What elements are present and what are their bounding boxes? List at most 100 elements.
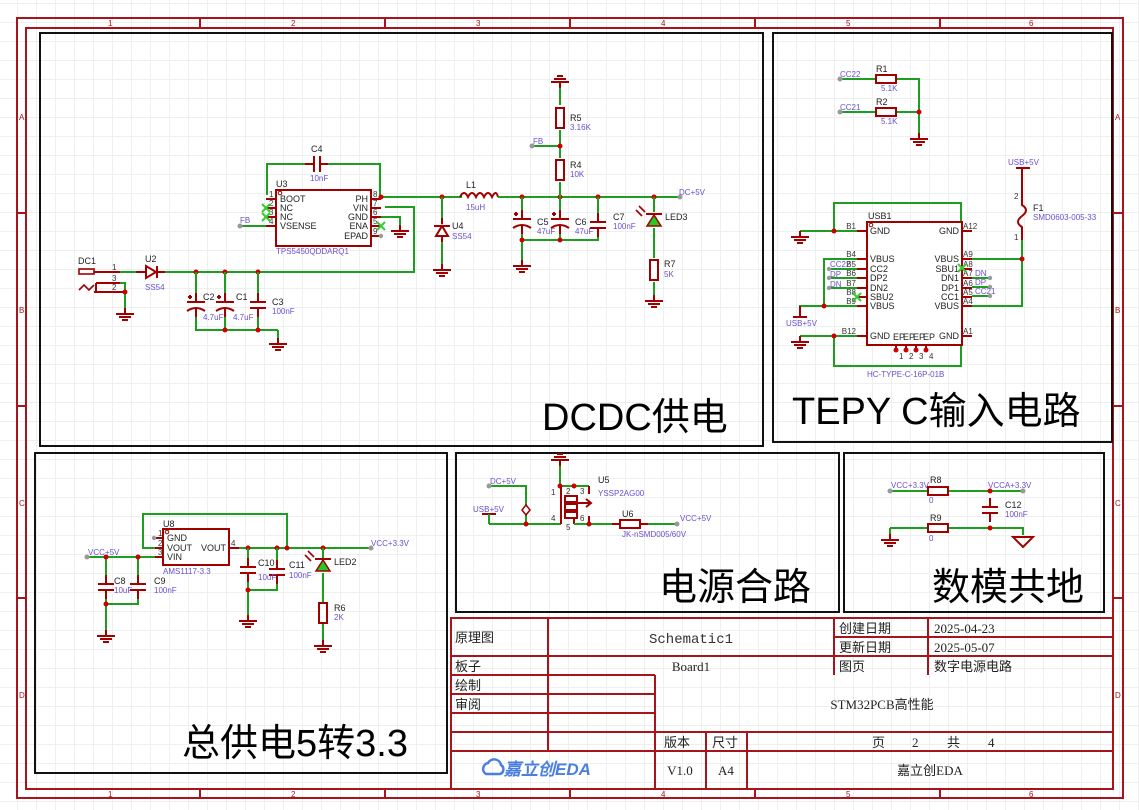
dc-jack-dc1[interactable]: DC1 1 3 2 (78, 256, 125, 293)
net-label-fb: FB (533, 137, 543, 146)
component-value: 100nF (289, 571, 312, 580)
created-date-label: 创建日期 (839, 621, 891, 636)
designator: R7 (664, 259, 676, 269)
pin-number: A5 (963, 288, 973, 297)
ic-u8[interactable]: U8 AMS1117-3.3 GND VOUT VIN 1 2 3 VOUT 4 (155, 519, 239, 576)
switch-u5[interactable]: U5 YSSP2AG00 1 2 3 4 5 6 (551, 475, 645, 532)
designator: U3 (276, 179, 288, 189)
resistor-r2[interactable]: R2 5.1K (875, 97, 898, 126)
col-label-top: 3 (476, 19, 481, 28)
capacitor-c2[interactable]: C2 4.7uF (186, 292, 224, 322)
capacitor-c3[interactable]: C3 100nF (249, 292, 295, 318)
designator: R1 (876, 64, 888, 74)
pin-name: BOOT (280, 194, 306, 204)
size-value: A4 (718, 763, 734, 778)
capacitor-c4[interactable]: C4 10nF (305, 144, 328, 183)
capacitor-c8[interactable]: C8 10uF (97, 574, 132, 600)
net-label-usb5v: USB+5V (473, 505, 505, 514)
pin-number: B8 (846, 288, 856, 297)
col-label-top: 5 (846, 19, 851, 28)
pin-number: 3 (158, 548, 163, 557)
capacitor-c5[interactable]: C5 47uF (512, 209, 555, 236)
net-label-dc5v: DC+5V (490, 477, 517, 486)
component-value: 2K (334, 613, 344, 622)
pin-number: 4 (231, 539, 236, 548)
pin-number: A6 (963, 279, 973, 288)
pin-number: 1 (1014, 233, 1019, 242)
pin-name: CC1 (941, 292, 959, 302)
total-pages: 4 (988, 735, 995, 750)
net-label-cc21: CC21 (840, 103, 861, 112)
component-value: 15uH (466, 203, 485, 212)
title-block: 原理图 Schematic1 创建日期 2025-04-23 更新日期 2025… (450, 617, 1114, 790)
section-title-ground: 数模共地 (932, 567, 1084, 609)
resistor-r6[interactable]: R6 2K (318, 602, 346, 624)
col-label-bottom: 1 (108, 790, 113, 799)
capacitor-c10[interactable]: C10 10uF (239, 557, 286, 585)
fuse-u6[interactable]: U6 JK-nSMD005/60V (612, 509, 687, 539)
component-value: 47uF (575, 227, 593, 236)
component-value: 10uF (114, 586, 132, 595)
board-label: 板子 (455, 659, 481, 674)
resistor-r9[interactable]: R9 0 (927, 513, 949, 543)
pin-number: 9 (373, 227, 378, 236)
pin-name: EP (923, 332, 935, 342)
pin-number: 6 (373, 208, 378, 217)
col-label-bottom: 5 (846, 790, 851, 799)
designator: C4 (311, 144, 323, 154)
designator: DC1 (78, 256, 96, 266)
pin-number: 4 (551, 514, 556, 523)
resistor-r4[interactable]: R4 10K (555, 159, 585, 181)
capacitor-c11[interactable]: C11 100nF (289, 560, 312, 580)
pin-number: 4 (929, 352, 934, 361)
connector-usb1[interactable]: USB1 HC-TYPE-C-16P-01B GNDB1VBUSB4CC2B5D… (842, 211, 978, 379)
size-label: 尺寸 (712, 735, 738, 750)
resistor-r7[interactable]: R7 5K (649, 259, 676, 281)
row-label-left: D (19, 691, 25, 700)
designator: R9 (930, 513, 942, 523)
pin-name: VIN (167, 552, 182, 562)
ic-u3[interactable]: U3 TPS5450QDDARQ1 BOOT NC NC VSENSE 1 2 … (266, 179, 381, 256)
capacitor-c7[interactable]: C7 100nF (589, 212, 636, 238)
designator: R8 (930, 475, 942, 485)
designator: R4 (570, 160, 582, 170)
page-word: 页 (872, 735, 885, 750)
pin-name: DP2 (870, 273, 888, 283)
col-label-top: 6 (1029, 19, 1034, 28)
inductor-l1[interactable]: L1 15uH (459, 180, 499, 212)
designator: C11 (289, 560, 305, 570)
diode-u4[interactable]: U4 SS54 (434, 218, 472, 242)
resistor-r8[interactable]: R8 0 (927, 475, 949, 505)
section-box-dcdc (39, 32, 764, 447)
pin-name: GND (167, 533, 188, 543)
pin-name: GND (870, 226, 891, 236)
capacitor-c12[interactable]: C12 100nF (981, 497, 1028, 523)
section-box-typec (772, 32, 1113, 443)
component-value: 100nF (1005, 510, 1028, 519)
pin-number: 1 (269, 190, 274, 199)
pin-number: B12 (842, 327, 857, 336)
pin-name: GND (870, 331, 891, 341)
pin-number: B4 (846, 250, 856, 259)
version-value: V1.0 (667, 763, 693, 778)
component-value: 4.7uF (233, 313, 254, 322)
designator: C2 (203, 292, 215, 302)
capacitor-c1[interactable]: C1 4.7uF (215, 292, 254, 322)
resistor-r5[interactable]: R5 3.16K (555, 107, 592, 132)
pin-name: CC2 (870, 264, 888, 274)
row-label-right: C (1115, 499, 1121, 508)
capacitor-c9[interactable]: C9 100nF (129, 574, 177, 600)
capacitor-c6[interactable]: C6 47uF (550, 209, 593, 236)
led-led3[interactable]: LED3 (635, 205, 688, 227)
board-name: Board1 (672, 659, 710, 674)
led-led2[interactable]: LED2 (304, 550, 357, 572)
resistor-r1[interactable]: R1 5.1K (875, 64, 898, 93)
page-label: 图页 (839, 659, 865, 674)
designator: R2 (876, 97, 888, 107)
diode-u2[interactable]: U2 SS54 (136, 254, 165, 292)
section-box-ldo (34, 452, 448, 774)
section-box-merge (455, 452, 840, 613)
fuse-f1[interactable]: USB+5V 2 1 F1 SMD0603-005-33 (1008, 158, 1097, 242)
